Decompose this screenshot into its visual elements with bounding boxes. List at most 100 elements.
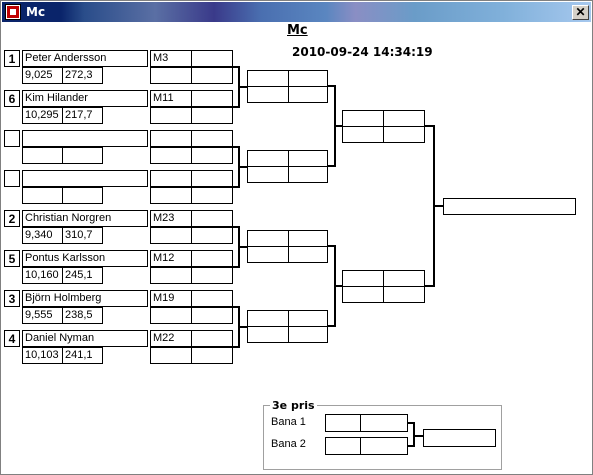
r3-cell[interactable] (342, 126, 384, 143)
player-name[interactable]: Christian Norgren (22, 210, 148, 227)
player-name[interactable]: Björn Holmberg (22, 290, 148, 307)
score-cell[interactable] (191, 107, 233, 124)
player-stat-1[interactable]: 10,295 (22, 107, 63, 124)
r3-cell[interactable] (383, 126, 425, 143)
third-place-cell[interactable] (360, 414, 408, 432)
player-stat-2[interactable]: 272,3 (62, 67, 103, 84)
r2-cell[interactable] (247, 150, 289, 167)
r2-cell[interactable] (288, 246, 328, 263)
third-place-winner-box[interactable] (423, 429, 496, 447)
r2-cell[interactable] (247, 70, 289, 87)
player-stat-1[interactable]: 9,340 (22, 227, 63, 244)
player-name[interactable]: Kim Hilander (22, 90, 148, 107)
match-id[interactable]: M19 (150, 290, 192, 307)
player-stat-1[interactable]: 10,160 (22, 267, 63, 284)
r2-cell[interactable] (288, 166, 328, 183)
r2-cell[interactable] (247, 230, 289, 247)
score-cell[interactable] (150, 267, 192, 284)
seed-box[interactable]: 6 (4, 90, 20, 107)
score-cell[interactable] (191, 250, 233, 267)
score-cell[interactable] (150, 147, 192, 164)
score-cell[interactable] (150, 347, 192, 364)
r3-cell[interactable] (342, 286, 384, 303)
match-id[interactable]: M22 (150, 330, 192, 347)
player-stat-1[interactable] (22, 147, 63, 164)
score-cell[interactable] (191, 330, 233, 347)
seed-box[interactable]: 3 (4, 290, 20, 307)
score-cell[interactable] (191, 267, 233, 284)
score-cell[interactable] (191, 307, 233, 324)
score-cell[interactable] (191, 290, 233, 307)
seed-box[interactable]: 5 (4, 250, 20, 267)
player-name[interactable] (22, 170, 148, 187)
r2-cell[interactable] (247, 326, 289, 343)
player-name[interactable]: Pontus Karlsson (22, 250, 148, 267)
connector (425, 285, 435, 287)
player-stat-1[interactable]: 9,555 (22, 307, 63, 324)
third-place-cell[interactable] (360, 437, 408, 455)
seed-box[interactable] (4, 170, 20, 187)
player-stat-2[interactable] (62, 147, 103, 164)
match-id[interactable] (150, 130, 192, 147)
seed-box[interactable]: 1 (4, 50, 20, 67)
score-cell[interactable] (191, 90, 233, 107)
r3-cell[interactable] (383, 286, 425, 303)
match-id[interactable] (150, 170, 192, 187)
seed-box[interactable]: 4 (4, 330, 20, 347)
r3-cell[interactable] (342, 110, 384, 127)
r2-cell[interactable] (288, 230, 328, 247)
r2-cell[interactable] (247, 246, 289, 263)
r2-cell[interactable] (247, 86, 289, 103)
match-id[interactable]: M23 (150, 210, 192, 227)
score-cell[interactable] (191, 147, 233, 164)
title-bar: Mc ✕ (2, 2, 591, 22)
player-name[interactable]: Daniel Nyman (22, 330, 148, 347)
score-cell[interactable] (191, 170, 233, 187)
connector (238, 86, 248, 88)
player-stat-2[interactable]: 217,7 (62, 107, 103, 124)
score-cell[interactable] (150, 187, 192, 204)
score-cell[interactable] (191, 50, 233, 67)
player-stat-1[interactable]: 9,025 (22, 67, 63, 84)
score-cell[interactable] (150, 227, 192, 244)
close-button[interactable]: ✕ (572, 5, 589, 20)
match-id[interactable]: M12 (150, 250, 192, 267)
connector (425, 125, 435, 127)
player-stat-1[interactable]: 10,103 (22, 347, 63, 364)
score-cell[interactable] (150, 307, 192, 324)
r2-cell[interactable] (288, 310, 328, 327)
seed-box[interactable] (4, 130, 20, 147)
player-stat-2[interactable] (62, 187, 103, 204)
score-cell[interactable] (191, 347, 233, 364)
score-cell[interactable] (191, 130, 233, 147)
r2-cell[interactable] (288, 70, 328, 87)
match-id[interactable]: M11 (150, 90, 192, 107)
connector (238, 166, 248, 168)
player-name[interactable]: Peter Andersson (22, 50, 148, 67)
score-cell[interactable] (191, 210, 233, 227)
score-cell[interactable] (150, 67, 192, 84)
r3-cell[interactable] (383, 270, 425, 287)
match-id[interactable]: M3 (150, 50, 192, 67)
r2-cell[interactable] (247, 310, 289, 327)
player-stat-2[interactable]: 238,5 (62, 307, 103, 324)
r3-cell[interactable] (342, 270, 384, 287)
r3-cell[interactable] (383, 110, 425, 127)
final-winner-box[interactable] (443, 198, 576, 215)
r2-cell[interactable] (288, 86, 328, 103)
r2-cell[interactable] (247, 166, 289, 183)
seed-box[interactable]: 2 (4, 210, 20, 227)
player-stat-2[interactable]: 241,1 (62, 347, 103, 364)
score-cell[interactable] (191, 67, 233, 84)
player-stat-2[interactable]: 310,7 (62, 227, 103, 244)
score-cell[interactable] (150, 107, 192, 124)
player-stat-2[interactable]: 245,1 (62, 267, 103, 284)
score-cell[interactable] (191, 227, 233, 244)
score-cell[interactable] (191, 187, 233, 204)
r2-cell[interactable] (288, 326, 328, 343)
player-stat-1[interactable] (22, 187, 63, 204)
bracket-title: Mc (287, 23, 308, 38)
r2-cell[interactable] (288, 150, 328, 167)
app-icon (5, 4, 21, 20)
player-name[interactable] (22, 130, 148, 147)
